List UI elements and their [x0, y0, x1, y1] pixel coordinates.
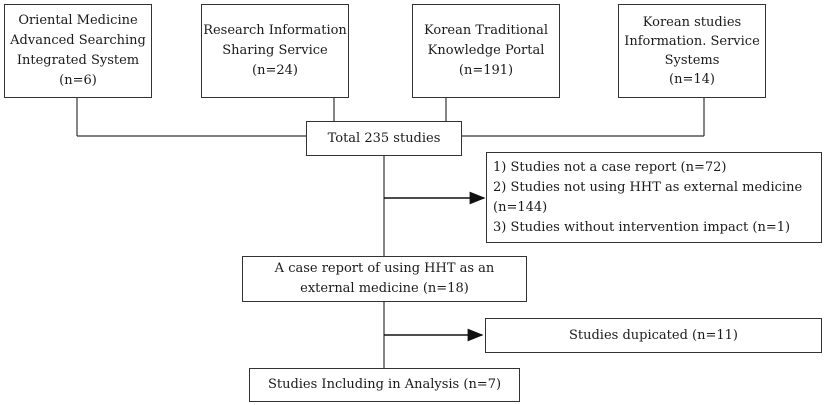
duplicates-box: Studies dupicated (n=11)	[485, 318, 822, 353]
exclusion-box: 1) Studies not a case report (n=72) 2) S…	[486, 152, 822, 243]
source-4-line-2: Information. Service	[624, 34, 760, 49]
source-1-line-3: Integrated System	[16, 53, 140, 68]
final-analysis-box: Studies Including in Analysis (n=7)	[249, 368, 520, 402]
screened-box: A case report of using HHT as an externa…	[242, 256, 527, 302]
source-3-count: (n=191)	[458, 63, 514, 78]
source-1-line-2: Advanced Searching	[10, 33, 146, 48]
total-studies-box: Total 235 studies	[306, 121, 462, 156]
source-box-korean-studies: Korean studies Information. Service Syst…	[618, 4, 766, 98]
duplicates-label: Studies dupicated (n=11)	[568, 327, 738, 343]
exclusion-line-1: 1) Studies not a case report (n=72)	[493, 159, 727, 175]
source-box-korean-traditional: Korean Traditional Knowledge Portal (n=1…	[412, 4, 560, 98]
source-4-count: (n=14)	[669, 72, 715, 87]
source-1-count: (n=6)	[59, 73, 97, 88]
total-studies-label: Total 235 studies	[327, 130, 441, 146]
exclusion-line-2: 2) Studies not using HHT as external med…	[493, 179, 803, 195]
source-2-line-1: Research Information	[203, 23, 347, 38]
exclusion-line-3: (n=144)	[493, 199, 548, 215]
source-box-oriental-medicine: Oriental Medicine Advanced Searching Int…	[4, 4, 152, 98]
source-box-research-information: Research Information Sharing Service (n=…	[201, 4, 349, 98]
source-4-line-3: Systems	[664, 53, 720, 68]
source-3-line-2: Knowledge Portal	[427, 43, 545, 58]
exclusion-line-4: 3) Studies without intervention impact (…	[493, 219, 791, 235]
final-analysis-label: Studies Including in Analysis (n=7)	[267, 377, 502, 392]
source-2-line-2: Sharing Service	[222, 43, 328, 58]
source-2-count: (n=24)	[252, 63, 298, 78]
screened-line-1: A case report of using HHT as an	[274, 261, 495, 276]
source-1-line-1: Oriental Medicine	[18, 13, 138, 28]
source-4-line-1: Korean studies	[642, 15, 742, 30]
screened-line-2: external medicine (n=18)	[300, 281, 469, 296]
source-3-line-1: Korean Traditional	[424, 23, 548, 38]
